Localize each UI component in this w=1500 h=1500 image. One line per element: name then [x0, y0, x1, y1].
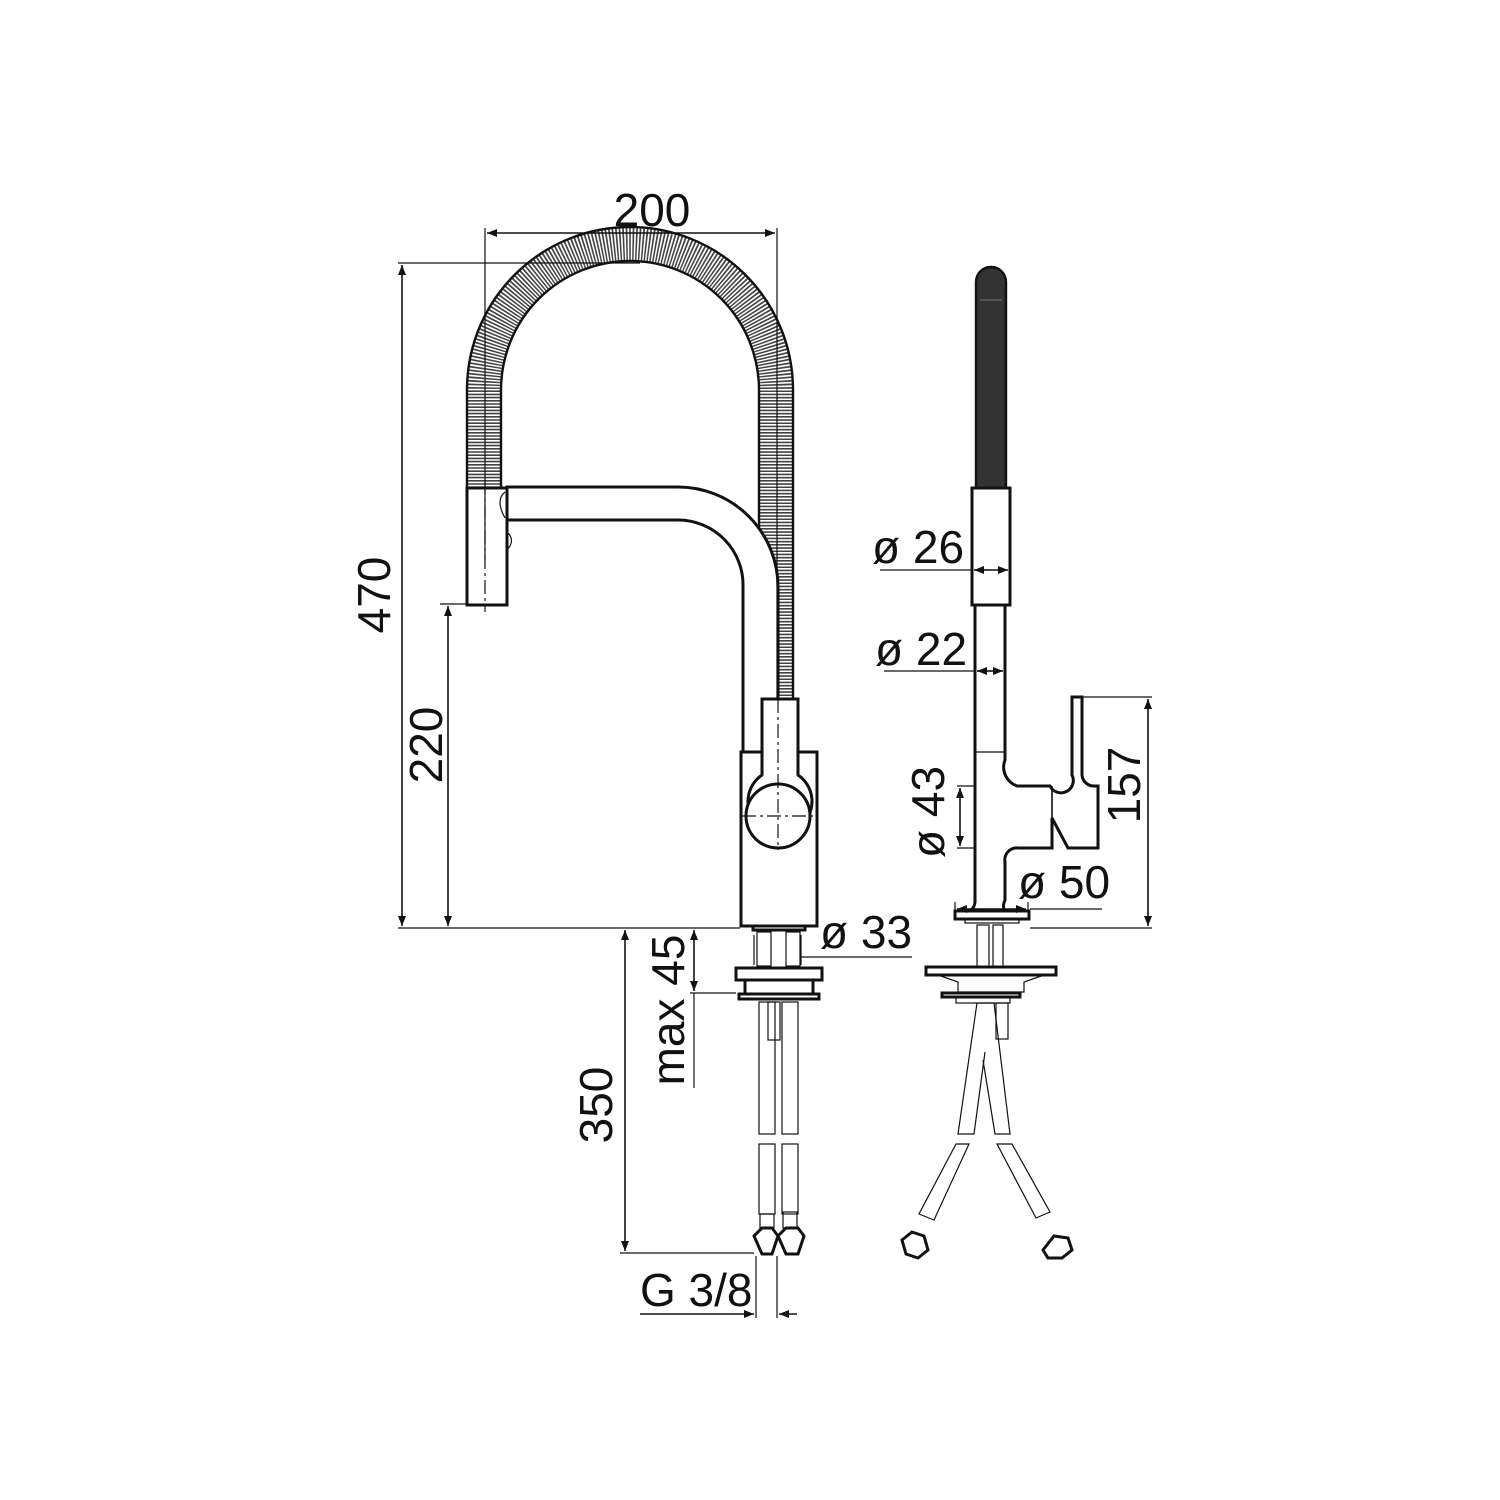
- label-spout-tube-diameter: ø 22: [875, 623, 967, 675]
- label-body-diameter: ø 43: [902, 766, 954, 858]
- label-max-deck-thickness: max 45: [642, 935, 694, 1086]
- dim-hose-length: 350: [570, 930, 754, 1254]
- dim-max-deck-thickness: max 45: [642, 930, 736, 1088]
- mixer-body: [739, 697, 819, 928]
- front-view: 200 470 220 ø 33 max 45: [348, 184, 912, 1318]
- dim-spout-height: 220: [400, 603, 467, 926]
- label-spout-tip-diameter: ø 26: [872, 521, 964, 573]
- spray-head: [465, 480, 513, 612]
- dim-base-diameter-front: ø 33: [753, 906, 912, 965]
- spout-tube: [505, 485, 780, 757]
- label-handle-height: 157: [1098, 747, 1150, 824]
- spray-head-side: [970, 486, 1012, 607]
- mounting-kit-front: [734, 924, 824, 1256]
- dim-body-diameter: ø 43: [902, 766, 975, 858]
- label-hose-length: 350: [570, 1067, 622, 1144]
- dim-spout-tube-diameter: ø 22: [875, 623, 1003, 675]
- dim-connection-thread: G 3/8: [640, 1256, 797, 1318]
- label-spout-height: 220: [400, 707, 452, 784]
- dim-overall-height: 470: [348, 262, 740, 929]
- mounting-kit-side: [900, 924, 1074, 1260]
- side-view: ø 26 ø 22 ø 43 ø 50: [872, 265, 1152, 1260]
- spring-hose-side: [974, 265, 1008, 490]
- label-overall-height: 470: [348, 557, 400, 634]
- dim-handle-height: 157: [1030, 696, 1152, 929]
- label-overall-width: 200: [614, 184, 691, 236]
- dim-overall-width: 200: [484, 184, 778, 700]
- label-connection-thread: G 3/8: [640, 1264, 753, 1316]
- dim-base-diameter-side: ø 50: [954, 856, 1110, 913]
- label-base-diameter-front: ø 33: [820, 906, 912, 958]
- mixer-body-side: [953, 603, 1100, 924]
- dim-spout-tip-diameter: ø 26: [872, 521, 1008, 574]
- label-base-diameter-side: ø 50: [1018, 856, 1110, 908]
